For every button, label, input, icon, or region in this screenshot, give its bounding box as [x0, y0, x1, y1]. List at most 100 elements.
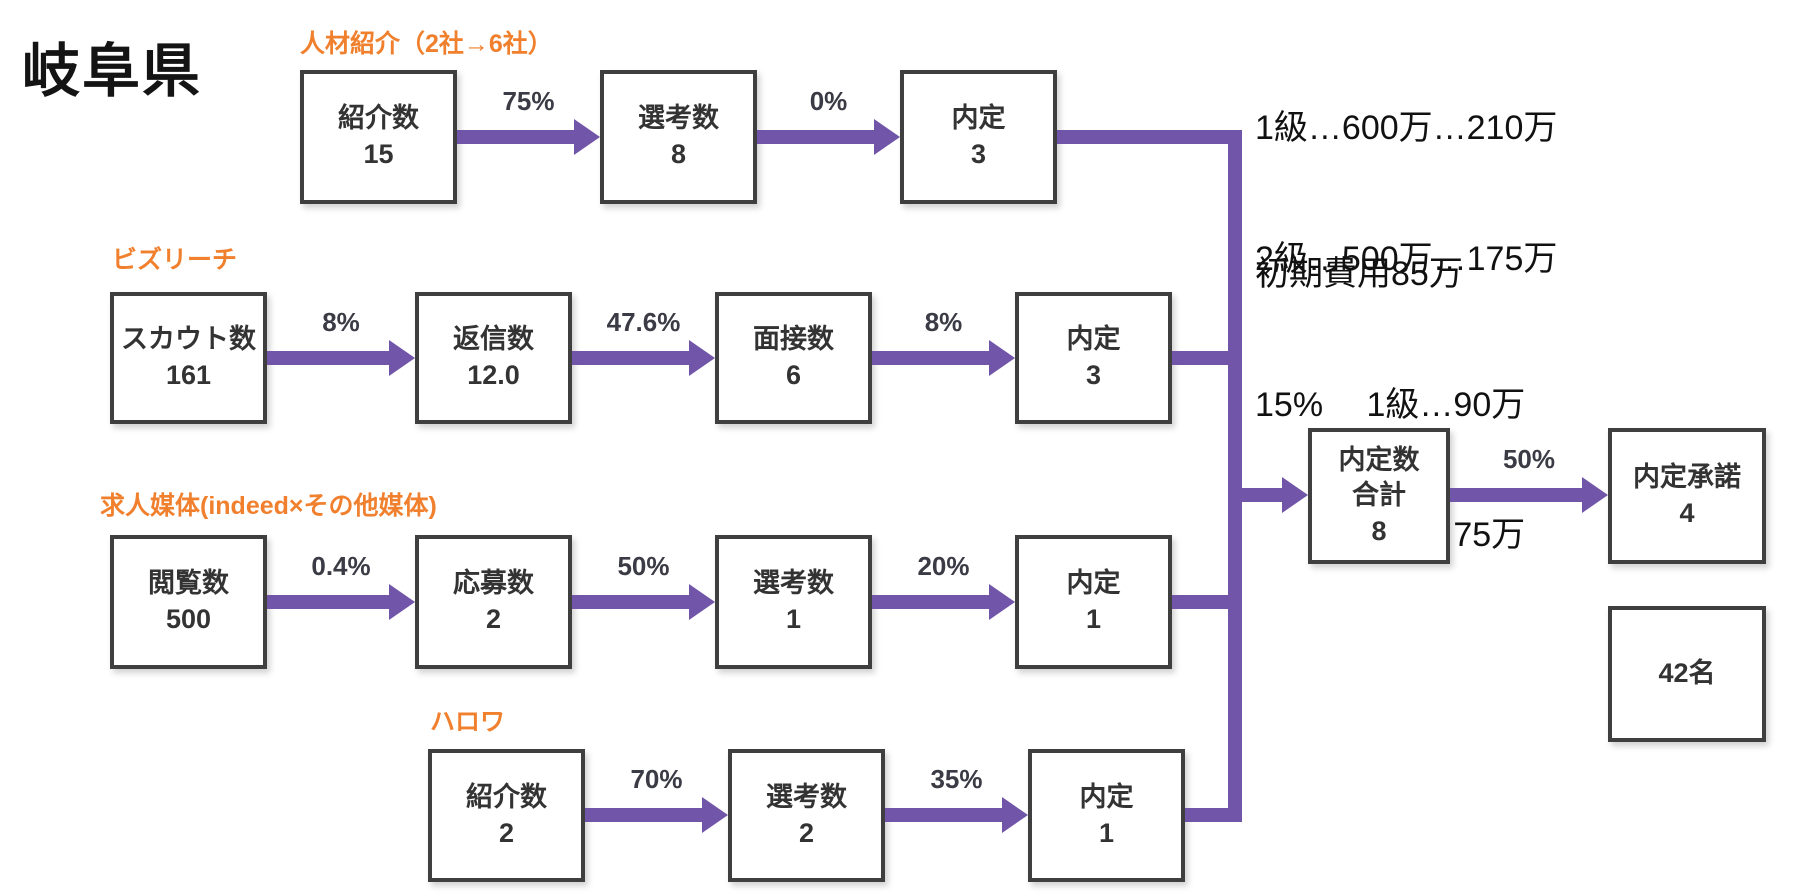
arrow-head	[1582, 477, 1608, 513]
node-label: 選考数	[766, 781, 847, 812]
node-value: 161	[165, 360, 212, 390]
cost-note-line-1: 初期費用85万	[1255, 255, 1463, 294]
node-value: 15	[363, 139, 394, 169]
arrow-shaft	[267, 351, 391, 365]
arrow-right	[457, 119, 600, 155]
node-label: 紹介数	[338, 103, 419, 134]
node-box-r1-senkosu: 選考数 8	[600, 70, 757, 204]
node-label: 紹介数	[466, 781, 547, 812]
arrow-head	[874, 119, 900, 155]
arrow-head	[389, 584, 415, 620]
arrow-shaft	[872, 595, 991, 609]
node-label: 内定	[1066, 568, 1121, 599]
arrow-shaft	[1450, 488, 1584, 502]
arrow-head	[689, 340, 715, 376]
node-value: 8	[1371, 515, 1387, 546]
node-label: 内定	[1079, 781, 1134, 812]
node-box-r2-henshin: 返信数 12.0	[415, 292, 572, 424]
node-label: 返信数	[453, 324, 534, 355]
arrow-right	[572, 584, 715, 620]
node-label: 応募数	[453, 568, 534, 599]
node-box-total-naitei: 内定数 合計 8	[1308, 428, 1450, 564]
node-box-r3-etsuran: 閲覧数 500	[110, 535, 267, 669]
arrow-shaft	[757, 130, 876, 144]
channel-label-hellowork: ハロワ	[430, 708, 506, 736]
arrow-right	[872, 584, 1015, 620]
arrow-right	[757, 119, 900, 155]
conversion-rate: 70%	[630, 764, 683, 794]
node-value: 4	[1679, 498, 1695, 528]
arrow-head	[989, 584, 1015, 620]
node-box-r2-naitei: 内定 3	[1015, 292, 1172, 424]
node-value: 6	[785, 360, 802, 390]
conversion-rate: 50%	[1502, 444, 1556, 474]
node-box-r1-naitei: 内定 3	[900, 70, 1057, 204]
node-value: 1	[1085, 604, 1102, 634]
arrow-head	[1282, 477, 1308, 513]
node-label: 面接数	[753, 324, 834, 355]
conversion-rate: 35%	[930, 764, 983, 794]
arrow-shaft	[267, 595, 391, 609]
conversion-rate: 20%	[917, 551, 970, 581]
node-value: 8	[670, 139, 687, 169]
conversion-rate: 8%	[924, 307, 963, 337]
channel-label-bizreach: ビズリーチ	[112, 246, 238, 274]
arrow-shaft	[572, 595, 691, 609]
node-value: 2	[485, 604, 502, 634]
cost-note-line-2: 15% 1級…90万	[1255, 385, 1526, 424]
page-title: 岐阜県	[22, 39, 203, 104]
node-box-r1-shokaisu: 紹介数 15	[300, 70, 457, 204]
arrow-head	[989, 340, 1015, 376]
node-value: 500	[165, 604, 212, 634]
node-label: 選考数	[638, 103, 719, 134]
connector-row3-to-trunk	[1172, 595, 1242, 609]
node-label: 合計	[1352, 480, 1406, 511]
node-value: 2	[798, 817, 815, 848]
channel-label-jinzai-shokai: 人材紹介（2社→6社）	[300, 30, 553, 58]
node-value: 3	[1085, 360, 1102, 390]
node-label: 閲覧数	[148, 568, 229, 599]
node-value: 2	[498, 817, 515, 848]
arrow-right	[572, 340, 715, 376]
arrow-head	[702, 797, 728, 833]
node-box-acceptance: 内定承諾 4	[1608, 428, 1766, 564]
arrow-shaft	[585, 808, 704, 822]
node-label: 選考数	[753, 568, 834, 599]
node-box-r4-shokaisu: 紹介数 2	[428, 749, 585, 882]
node-box-r2-mensetsu: 面接数 6	[715, 292, 872, 424]
node-box-r3-senkosu: 選考数 1	[715, 535, 872, 669]
node-label: スカウト数	[121, 324, 256, 355]
arrow-shaft	[872, 351, 991, 365]
arrow-head	[389, 340, 415, 376]
conversion-rate: 8%	[322, 307, 360, 337]
arrow-trunk-to-total	[1242, 477, 1308, 513]
node-label: 内定	[1066, 324, 1121, 355]
node-value: 3	[970, 139, 987, 169]
connector-row4-to-trunk	[1185, 808, 1242, 822]
node-value: 12.0	[467, 360, 520, 390]
arrow-head	[1002, 797, 1028, 833]
arrow-shaft	[885, 808, 1004, 822]
node-box-headcount: 42名	[1608, 606, 1766, 742]
arrow-shaft	[1242, 488, 1284, 502]
cost-note: 初期費用85万 15% 1級…90万 2級…75万	[1255, 166, 1525, 645]
node-box-r4-senkosu: 選考数 2	[728, 749, 885, 882]
node-value: 1	[1098, 817, 1115, 848]
node-box-r4-naitei: 内定 1	[1028, 749, 1185, 882]
arrow-right	[267, 584, 415, 620]
node-label: 内定	[951, 103, 1006, 134]
arrow-head	[574, 119, 600, 155]
node-box-r2-scout: スカウト数 161	[110, 292, 267, 424]
arrow-right	[885, 797, 1028, 833]
conversion-rate: 47.6%	[606, 307, 681, 337]
node-label: 内定数	[1338, 444, 1420, 475]
arrow-head	[689, 584, 715, 620]
connector-row2-to-trunk	[1172, 351, 1242, 365]
arrow-right	[872, 340, 1015, 376]
arrow-shaft	[457, 130, 576, 144]
salary-note-line-2: 2級…500万…175万	[1255, 239, 1558, 278]
node-box-r3-naitei: 内定 1	[1015, 535, 1172, 669]
salary-note-line-1: 1級…600万…210万	[1255, 109, 1558, 148]
node-value: 42名	[1658, 658, 1716, 689]
